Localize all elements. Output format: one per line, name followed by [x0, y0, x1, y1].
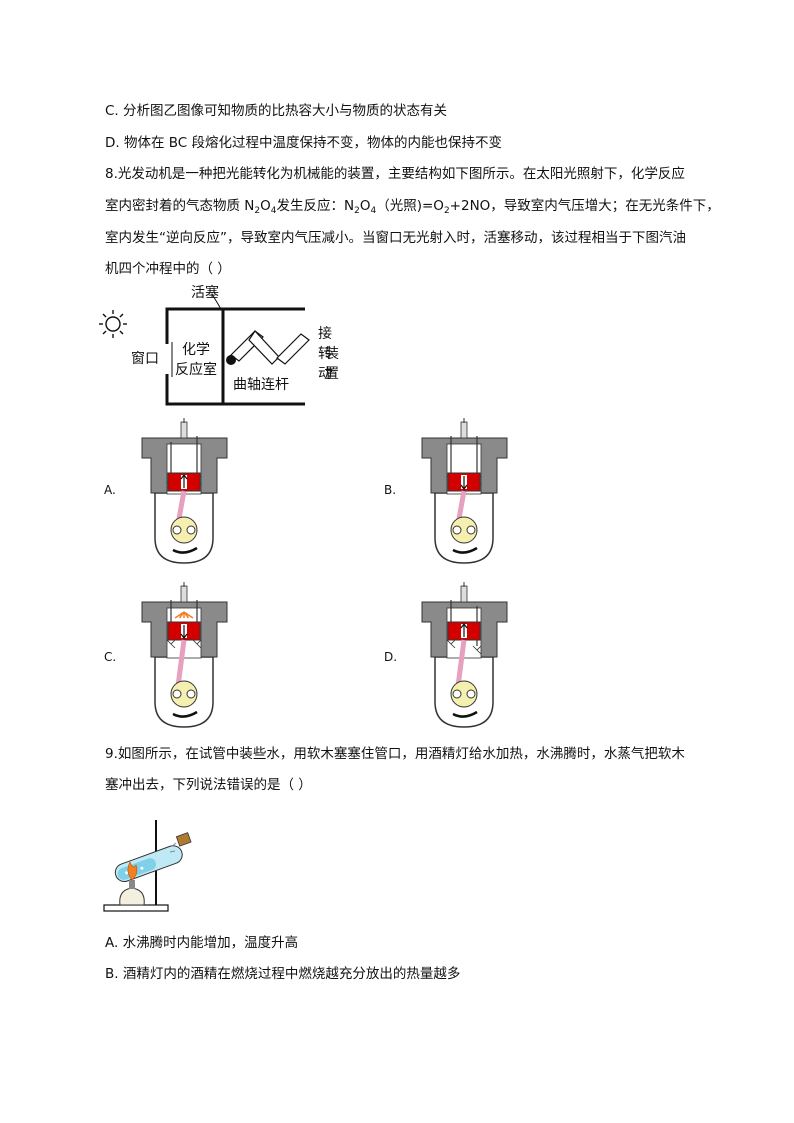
window-label: 窗口 — [131, 351, 159, 367]
engine-b — [421, 418, 508, 564]
chamber-label-2: 反应室 — [175, 362, 217, 378]
q9-line-2: 塞冲出去，下列说法错误的是（ ） — [105, 777, 312, 793]
option-a-label: A. — [104, 483, 116, 497]
crank-rod — [230, 330, 310, 365]
engine-c — [141, 582, 228, 728]
engine-a — [141, 418, 228, 564]
q9-option-a: A. 水沸腾时内能增加，温度升高 — [105, 935, 299, 951]
test-tube-apparatus — [103, 820, 192, 912]
q8-line-1: 8.光发动机是一种把光能转化为机械能的装置，主要结构如下图所示。在太阳光照射下，… — [105, 166, 685, 182]
connect-label-1: 接转动 — [318, 326, 332, 382]
option-d-label: D. — [384, 650, 398, 664]
piston-label: 活塞 — [191, 285, 219, 301]
connect-label-2: 装置 — [325, 346, 339, 382]
q8-line-4: 机四个冲程中的（ ） — [105, 261, 231, 277]
sun-icon — [99, 310, 127, 338]
option-c-label: C. — [104, 650, 117, 664]
q9-option-b: B. 酒精灯内的酒精在燃烧过程中燃烧越充分放出的热量越多 — [105, 966, 461, 982]
q9-line-1: 9.如图所示，在试管中装些水，用软木塞塞住管口，用酒精灯给水加热，水沸腾时，水蒸… — [105, 746, 685, 762]
q7-option-d: D. 物体在 BC 段熔化过程中温度保持不变，物体的内能也保持不变 — [105, 135, 503, 151]
q7-option-c: C. 分析图乙图像可知物质的比热容大小与物质的状态有关 — [105, 103, 448, 119]
light-engine-drawing — [99, 293, 310, 406]
option-b-label: B. — [384, 483, 397, 497]
q8-line-3: 室内发生“逆向反应”，导致室内气压减小。当窗口无光射入时，活塞移动，该过程相当于… — [105, 230, 686, 246]
light-engine-diagram: 活塞 窗口 化学 反应室 曲轴连杆 接转动 装置 — [95, 282, 339, 407]
q8-line-2: 室内密封着的气态物质 N2O4发生反应：N2O4（光照)=O2+2NO，导致室内… — [105, 198, 720, 216]
chamber-label-1: 化学 — [182, 342, 210, 358]
crank-label: 曲轴连杆 — [233, 377, 289, 393]
engine-d — [421, 582, 508, 728]
